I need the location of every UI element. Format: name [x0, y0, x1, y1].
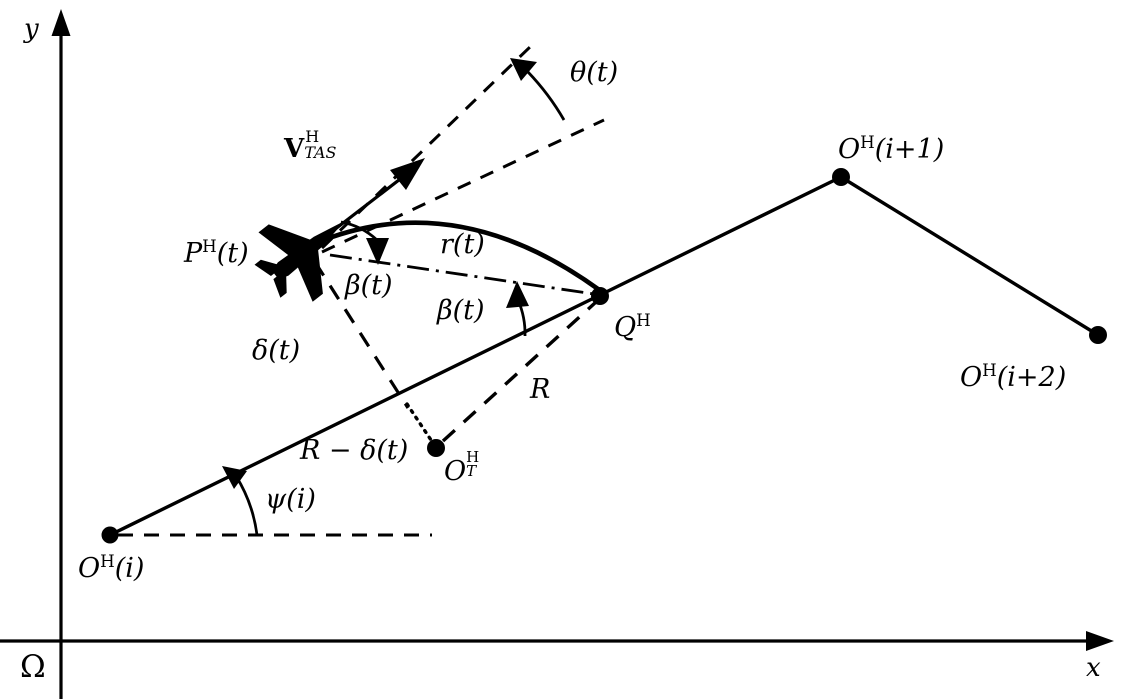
node-dots-group — [101, 168, 1107, 544]
psi-angle-label: ψ(i) — [265, 484, 316, 515]
radius-remainder-dotted-line — [405, 402, 435, 445]
waypoint-i-dot — [101, 526, 119, 544]
turn-center-symbol: O — [444, 456, 467, 487]
waypoint-i1-symbol: O — [838, 134, 861, 165]
waypoint-i-label: OH(i) — [78, 553, 144, 582]
theta-angle-label: θ(t) — [570, 57, 619, 88]
chord-dash-dot-line — [329, 253, 595, 296]
aircraft-position-superscript: H — [202, 236, 217, 256]
theta-angle-arc-group — [510, 58, 566, 121]
turn-center-dot — [427, 439, 445, 457]
x-axis-label: x — [1086, 653, 1101, 683]
turn-center-superscript: H — [466, 448, 480, 466]
x-axis-arrowhead — [1086, 631, 1114, 651]
cross-track-delta-label: δ(t) — [252, 335, 301, 366]
axes-group — [0, 9, 1114, 699]
waypoint-i2-superscript: H — [982, 360, 997, 380]
turn-center-subscript: T — [466, 462, 477, 480]
beta-angle-at-aircraft-arrowhead — [366, 238, 389, 265]
turn-exit-dot — [591, 287, 609, 305]
route-leg-i1-to-i2 — [839, 175, 1100, 337]
beta-angle-at-exit-label: β(t) — [437, 295, 485, 326]
theta-angle-arc — [526, 71, 566, 121]
waypoint-i-symbol: O — [78, 553, 101, 584]
cross-track-delta-dashed-line — [313, 261, 410, 409]
beta-angle-at-exit-group — [506, 281, 529, 337]
waypoint-i2-argument: (i+2) — [996, 362, 1067, 393]
theta-angle-arrowhead — [510, 58, 537, 81]
waypoint-i2-symbol: O — [960, 362, 983, 393]
true-airspeed-subscript: TAS — [304, 142, 337, 162]
turn-radius-dashed-line — [441, 300, 598, 443]
turn-exit-superscript: H — [636, 310, 651, 330]
waypoint-i2-dot — [1089, 326, 1107, 344]
turn-exit-label: QH — [614, 312, 651, 341]
aircraft-position-label: PH(t) — [184, 238, 249, 267]
aircraft-position-argument: (t) — [216, 238, 249, 269]
true-airspeed-symbol: V — [284, 134, 305, 164]
theta-wedge-dashed-rays — [320, 44, 605, 254]
waypoint-i-superscript: H — [100, 551, 115, 571]
waypoint-i2-label: OH(i+2) — [960, 362, 1066, 391]
dashed-ray-track-reference — [321, 118, 605, 254]
y-axis-label: y — [24, 14, 39, 44]
psi-angle-arc — [234, 475, 259, 536]
radius-minus-offset-label: R − δ(t) — [300, 435, 409, 466]
beta-angle-at-aircraft-label: β(t) — [345, 270, 393, 301]
dashed-ray-velocity-extension — [320, 44, 533, 250]
y-axis-arrowhead — [51, 9, 71, 36]
waypoint-i1-superscript: H — [860, 132, 875, 152]
aircraft-position-symbol: P — [184, 238, 203, 269]
turn-radius-label: R — [530, 374, 551, 405]
arc-length-rt-label: r(t) — [440, 229, 485, 260]
waypoint-i1-label: OH(i+1) — [838, 134, 944, 163]
beta-angle-at-exit-arrowhead — [506, 281, 529, 308]
psi-angle-arc-group — [222, 466, 259, 536]
psi-angle-arrowhead — [222, 466, 247, 489]
waypoint-i-argument: (i) — [114, 553, 145, 584]
waypoint-i1-dot — [832, 168, 850, 186]
true-airspeed-vector-arrowhead — [390, 158, 425, 190]
turn-exit-symbol: Q — [614, 312, 637, 343]
aircraft-icon — [254, 220, 345, 302]
turn-arc-rt — [313, 220, 601, 292]
waypoint-i1-argument: (i+1) — [874, 134, 945, 165]
origin-omega-label: Ω — [20, 649, 46, 685]
true-airspeed-superscript: H — [305, 126, 320, 146]
